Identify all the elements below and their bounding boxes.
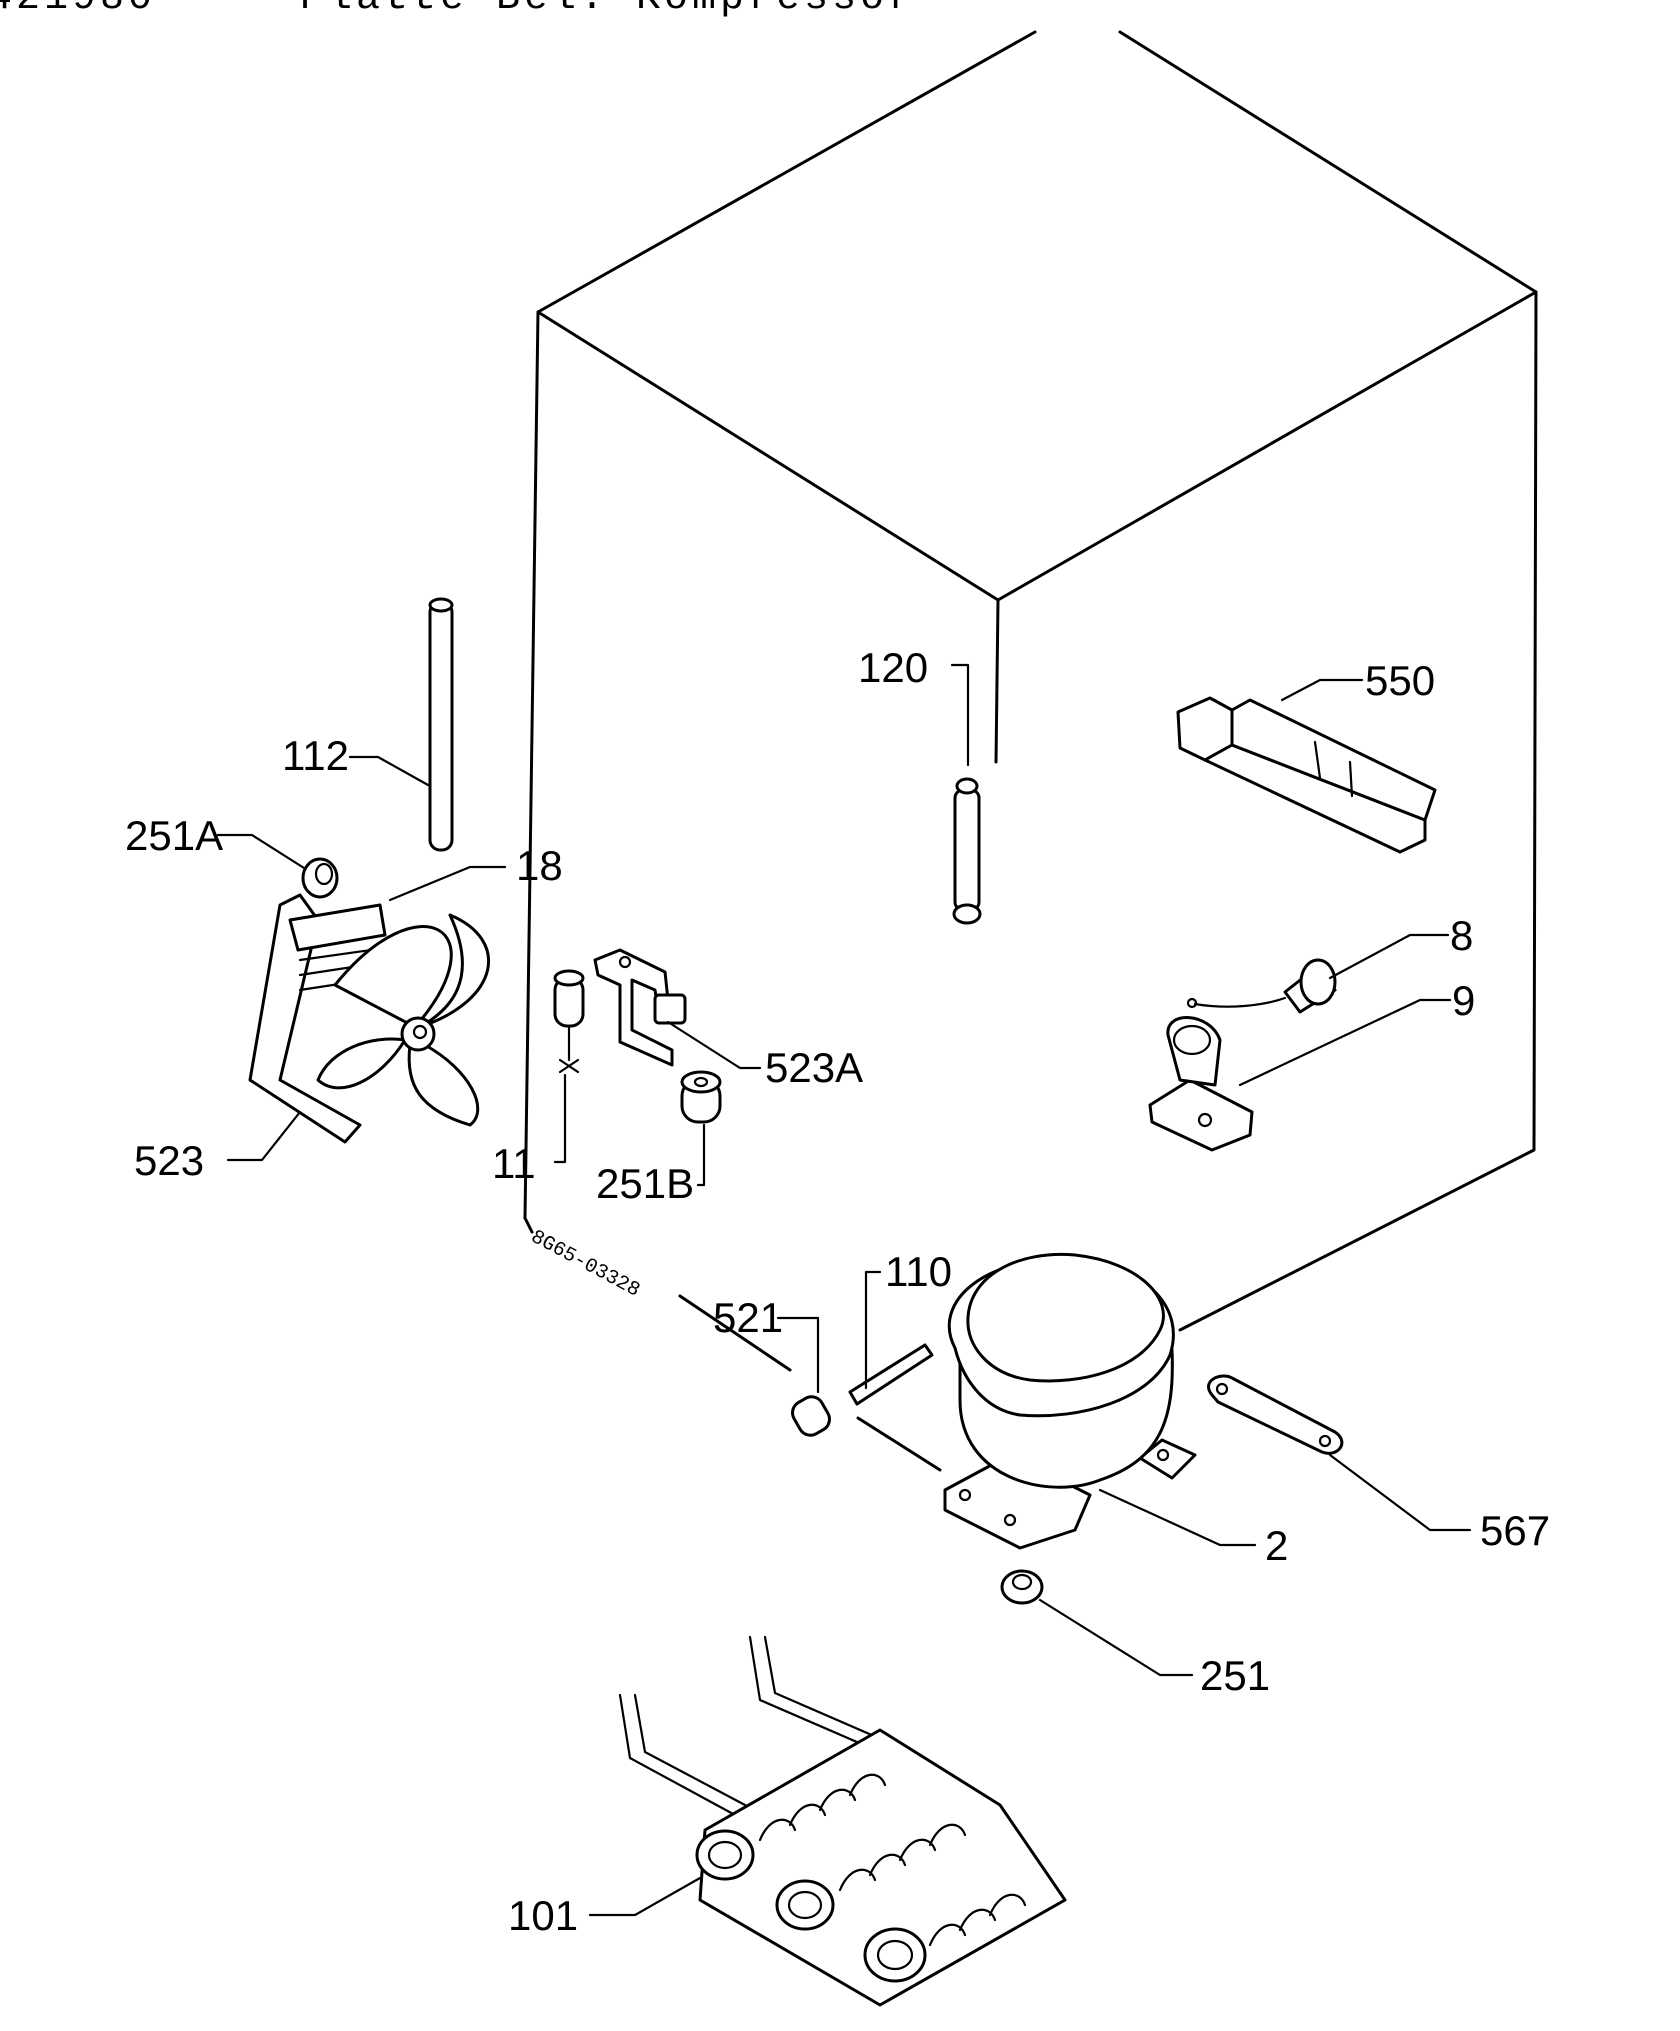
bracket-523a: [593, 948, 687, 1067]
drawing-code: 8G65-03328: [527, 1226, 644, 1303]
label-112: 112: [282, 732, 349, 779]
strap-567: [1207, 1374, 1344, 1455]
leader-9: [1238, 998, 1452, 1087]
leader-120: [950, 663, 970, 767]
cabinet-outline: [523, 30, 1538, 1472]
sensor-11: [553, 969, 585, 1074]
fan-assembly-523: [248, 893, 490, 1144]
leader-8: [1328, 933, 1450, 980]
label-521: 521: [713, 1294, 783, 1341]
leader-101: [588, 1876, 702, 1917]
grommet-251: [1000, 1569, 1044, 1605]
leader-11: [553, 1073, 567, 1164]
label-18: 18: [516, 842, 563, 889]
label-523: 523: [134, 1137, 204, 1184]
label-8: 8: [1450, 912, 1473, 959]
label-567: 567: [1480, 1507, 1550, 1554]
leader-523a: [666, 1020, 762, 1070]
label-523a: 523A: [765, 1044, 863, 1091]
pin-120: [952, 777, 982, 925]
label-550: 550: [1365, 657, 1435, 704]
leader-523: [226, 1110, 302, 1162]
header-title: Platte Bel. Kompressor: [300, 0, 916, 21]
thermal-cap-8: [1186, 958, 1337, 1014]
compressor-2: [943, 1252, 1197, 1550]
label-120: 120: [858, 644, 928, 691]
tube-110: [848, 1343, 934, 1406]
label-251: 251: [1200, 1652, 1270, 1699]
label-251b: 251B: [596, 1160, 694, 1207]
header-part-number: 421980: [0, 0, 156, 21]
relay-9: [1148, 1016, 1254, 1152]
leader-521: [776, 1316, 820, 1394]
leader-2: [1098, 1488, 1257, 1547]
label-9: 9: [1452, 977, 1475, 1024]
leader-567: [1328, 1453, 1472, 1532]
leader-251: [1038, 1598, 1194, 1677]
label-11: 11: [492, 1140, 536, 1187]
cap-521: [791, 1395, 831, 1437]
grommet-251b: [680, 1070, 722, 1124]
label-251a: 251A: [125, 812, 223, 859]
label-101: 101: [508, 1892, 578, 1939]
leader-550: [1280, 678, 1364, 702]
leader-251b: [696, 1123, 706, 1187]
grommet-251a: [301, 857, 339, 899]
leader-251a: [216, 833, 306, 870]
condenser-coil-101: [618, 1635, 1067, 2007]
leader-110: [864, 1270, 882, 1390]
label-2: 2: [1265, 1522, 1288, 1569]
rail-550: [1176, 696, 1437, 854]
leader-18: [388, 865, 507, 902]
leader-112: [348, 755, 430, 787]
label-110: 110: [885, 1248, 952, 1295]
rod-112: [428, 597, 454, 852]
